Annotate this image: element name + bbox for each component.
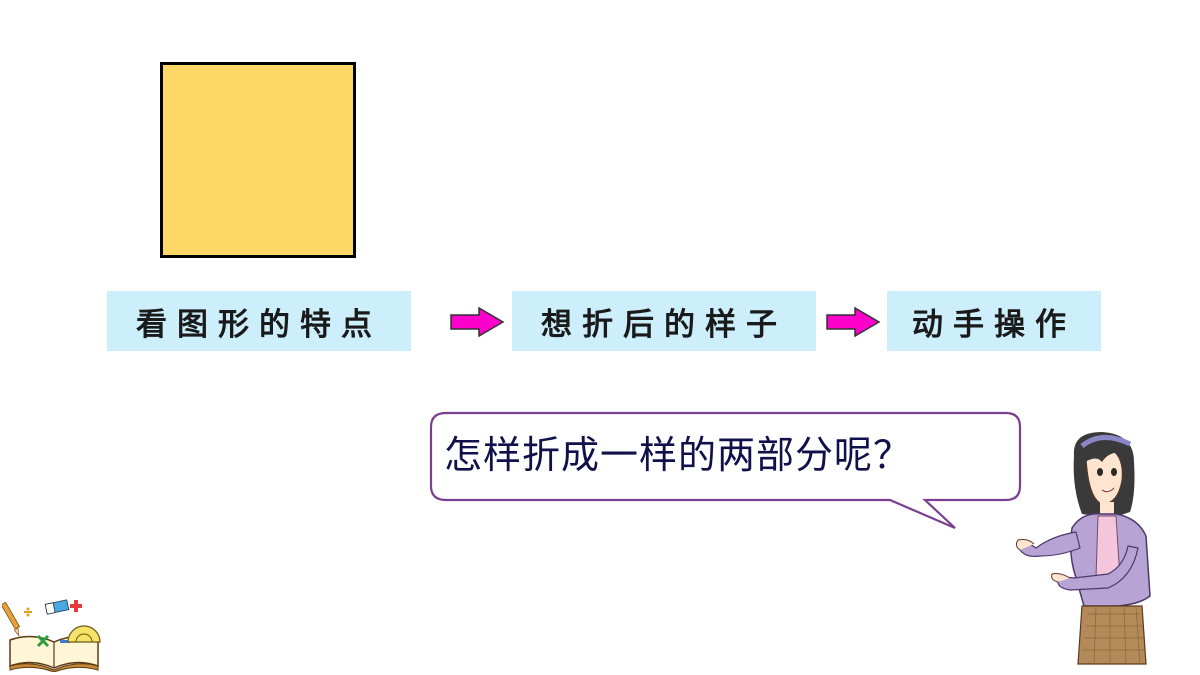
step-observe-shape: 看图形的特点: [107, 291, 411, 351]
yellow-square-shape: [160, 62, 356, 258]
step-hands-on: 动手操作: [887, 291, 1101, 351]
right-arrow-icon: [450, 307, 505, 337]
step-imagine-fold: 想折后的样子: [512, 291, 816, 351]
right-arrow-icon: [826, 307, 881, 337]
math-book-icon: [2, 599, 101, 672]
teacher-illustration: [1015, 432, 1151, 665]
speech-text: 怎样折成一样的两部分呢？: [444, 433, 913, 477]
